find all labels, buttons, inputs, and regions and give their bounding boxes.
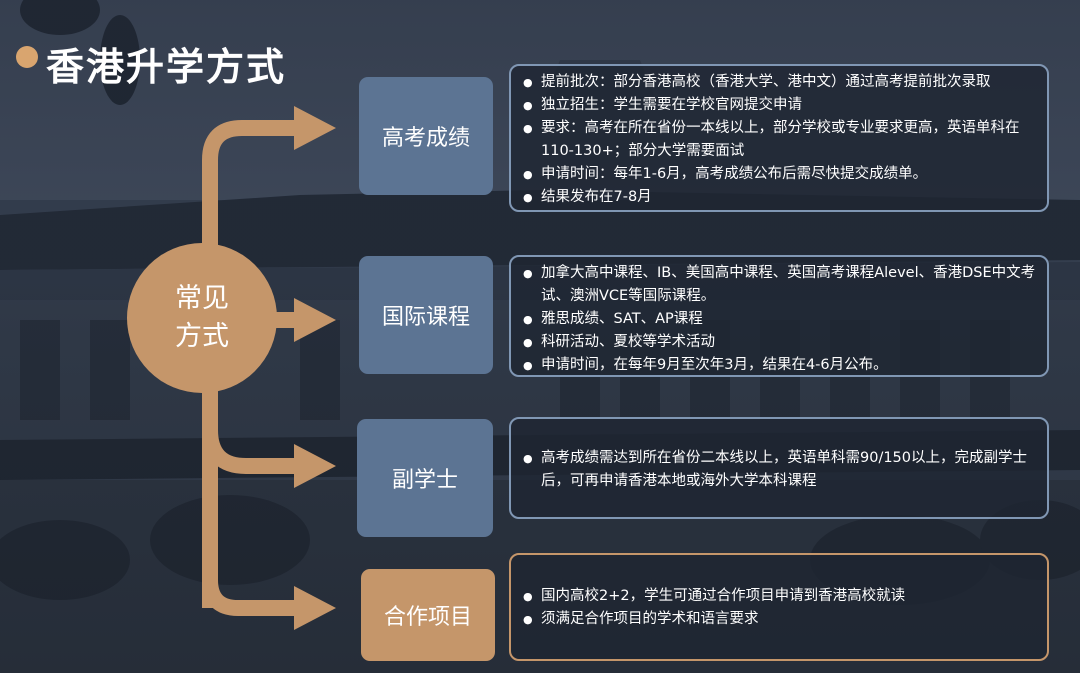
detail-box-partnership: 国内高校2+2，学生可通过合作项目申请到香港高校就读 须满足合作项目的学术和语言… [509, 553, 1049, 661]
detail-item: 国内高校2+2，学生可通过合作项目申请到香港高校就读 [523, 585, 1037, 608]
page-title: 香港升学方式 [46, 45, 287, 89]
detail-item: 须满足合作项目的学术和语言要求 [523, 608, 1037, 631]
arrow-shaft-associate [202, 429, 296, 474]
detail-item: 独立招生：学生需要在学校官网提交申请 [523, 94, 1037, 117]
detail-box-gaokao: 提前批次：部分香港高校（香港大学、港中文）通过高考提前批次录取 独立招生：学生需… [509, 64, 1049, 212]
detail-item: 申请时间，在每年9月至次年3月，结果在4-6月公布。 [523, 354, 1037, 377]
hub-line-2: 方式 [175, 321, 229, 352]
detail-box-international: 加拿大高中课程、IB、美国高中课程、英国高考课程Alevel、香港DSE中文考试… [509, 255, 1049, 377]
detail-item: 高考成绩需达到所在省份二本线以上，英语单科需90/150以上，完成副学士后，可再… [523, 447, 1037, 493]
route-box-gaokao: 高考成绩 [359, 77, 493, 195]
hub-circle: 常见 方式 [127, 243, 277, 393]
detail-box-associate: 高考成绩需达到所在省份二本线以上，英语单科需90/150以上，完成副学士后，可再… [509, 417, 1049, 519]
route-box-associate: 副学士 [357, 419, 493, 537]
detail-item: 雅思成绩、SAT、AP课程 [523, 308, 1037, 331]
detail-item: 加拿大高中课程、IB、美国高中课程、英国高考课程Alevel、香港DSE中文考试… [523, 262, 1037, 308]
arrow-head-international [294, 298, 336, 342]
detail-item: 要求：高考在所在省份一本线以上，部分学校或专业要求更高，英语单科在110-130… [523, 117, 1037, 163]
route-box-partnership: 合作项目 [361, 569, 495, 661]
detail-item: 提前批次：部分香港高校（香港大学、港中文）通过高考提前批次录取 [523, 71, 1037, 94]
arrow-shaft-partnership [202, 579, 296, 616]
detail-item: 申请时间：每年1-6月，高考成绩公布后需尽快提交成绩单。 [523, 163, 1037, 186]
hub-line-1: 常见 [175, 283, 229, 314]
detail-item: 结果发布在7-8月 [523, 186, 1037, 209]
arrow-head-gaokao [294, 106, 336, 150]
route-box-international: 国际课程 [359, 256, 493, 374]
arrow-head-partnership [294, 586, 336, 630]
arrow-head-associate [294, 444, 336, 488]
title-bullet-icon [16, 46, 38, 68]
detail-item: 科研活动、夏校等学术活动 [523, 331, 1037, 354]
arrow-shaft-gaokao [202, 120, 296, 260]
